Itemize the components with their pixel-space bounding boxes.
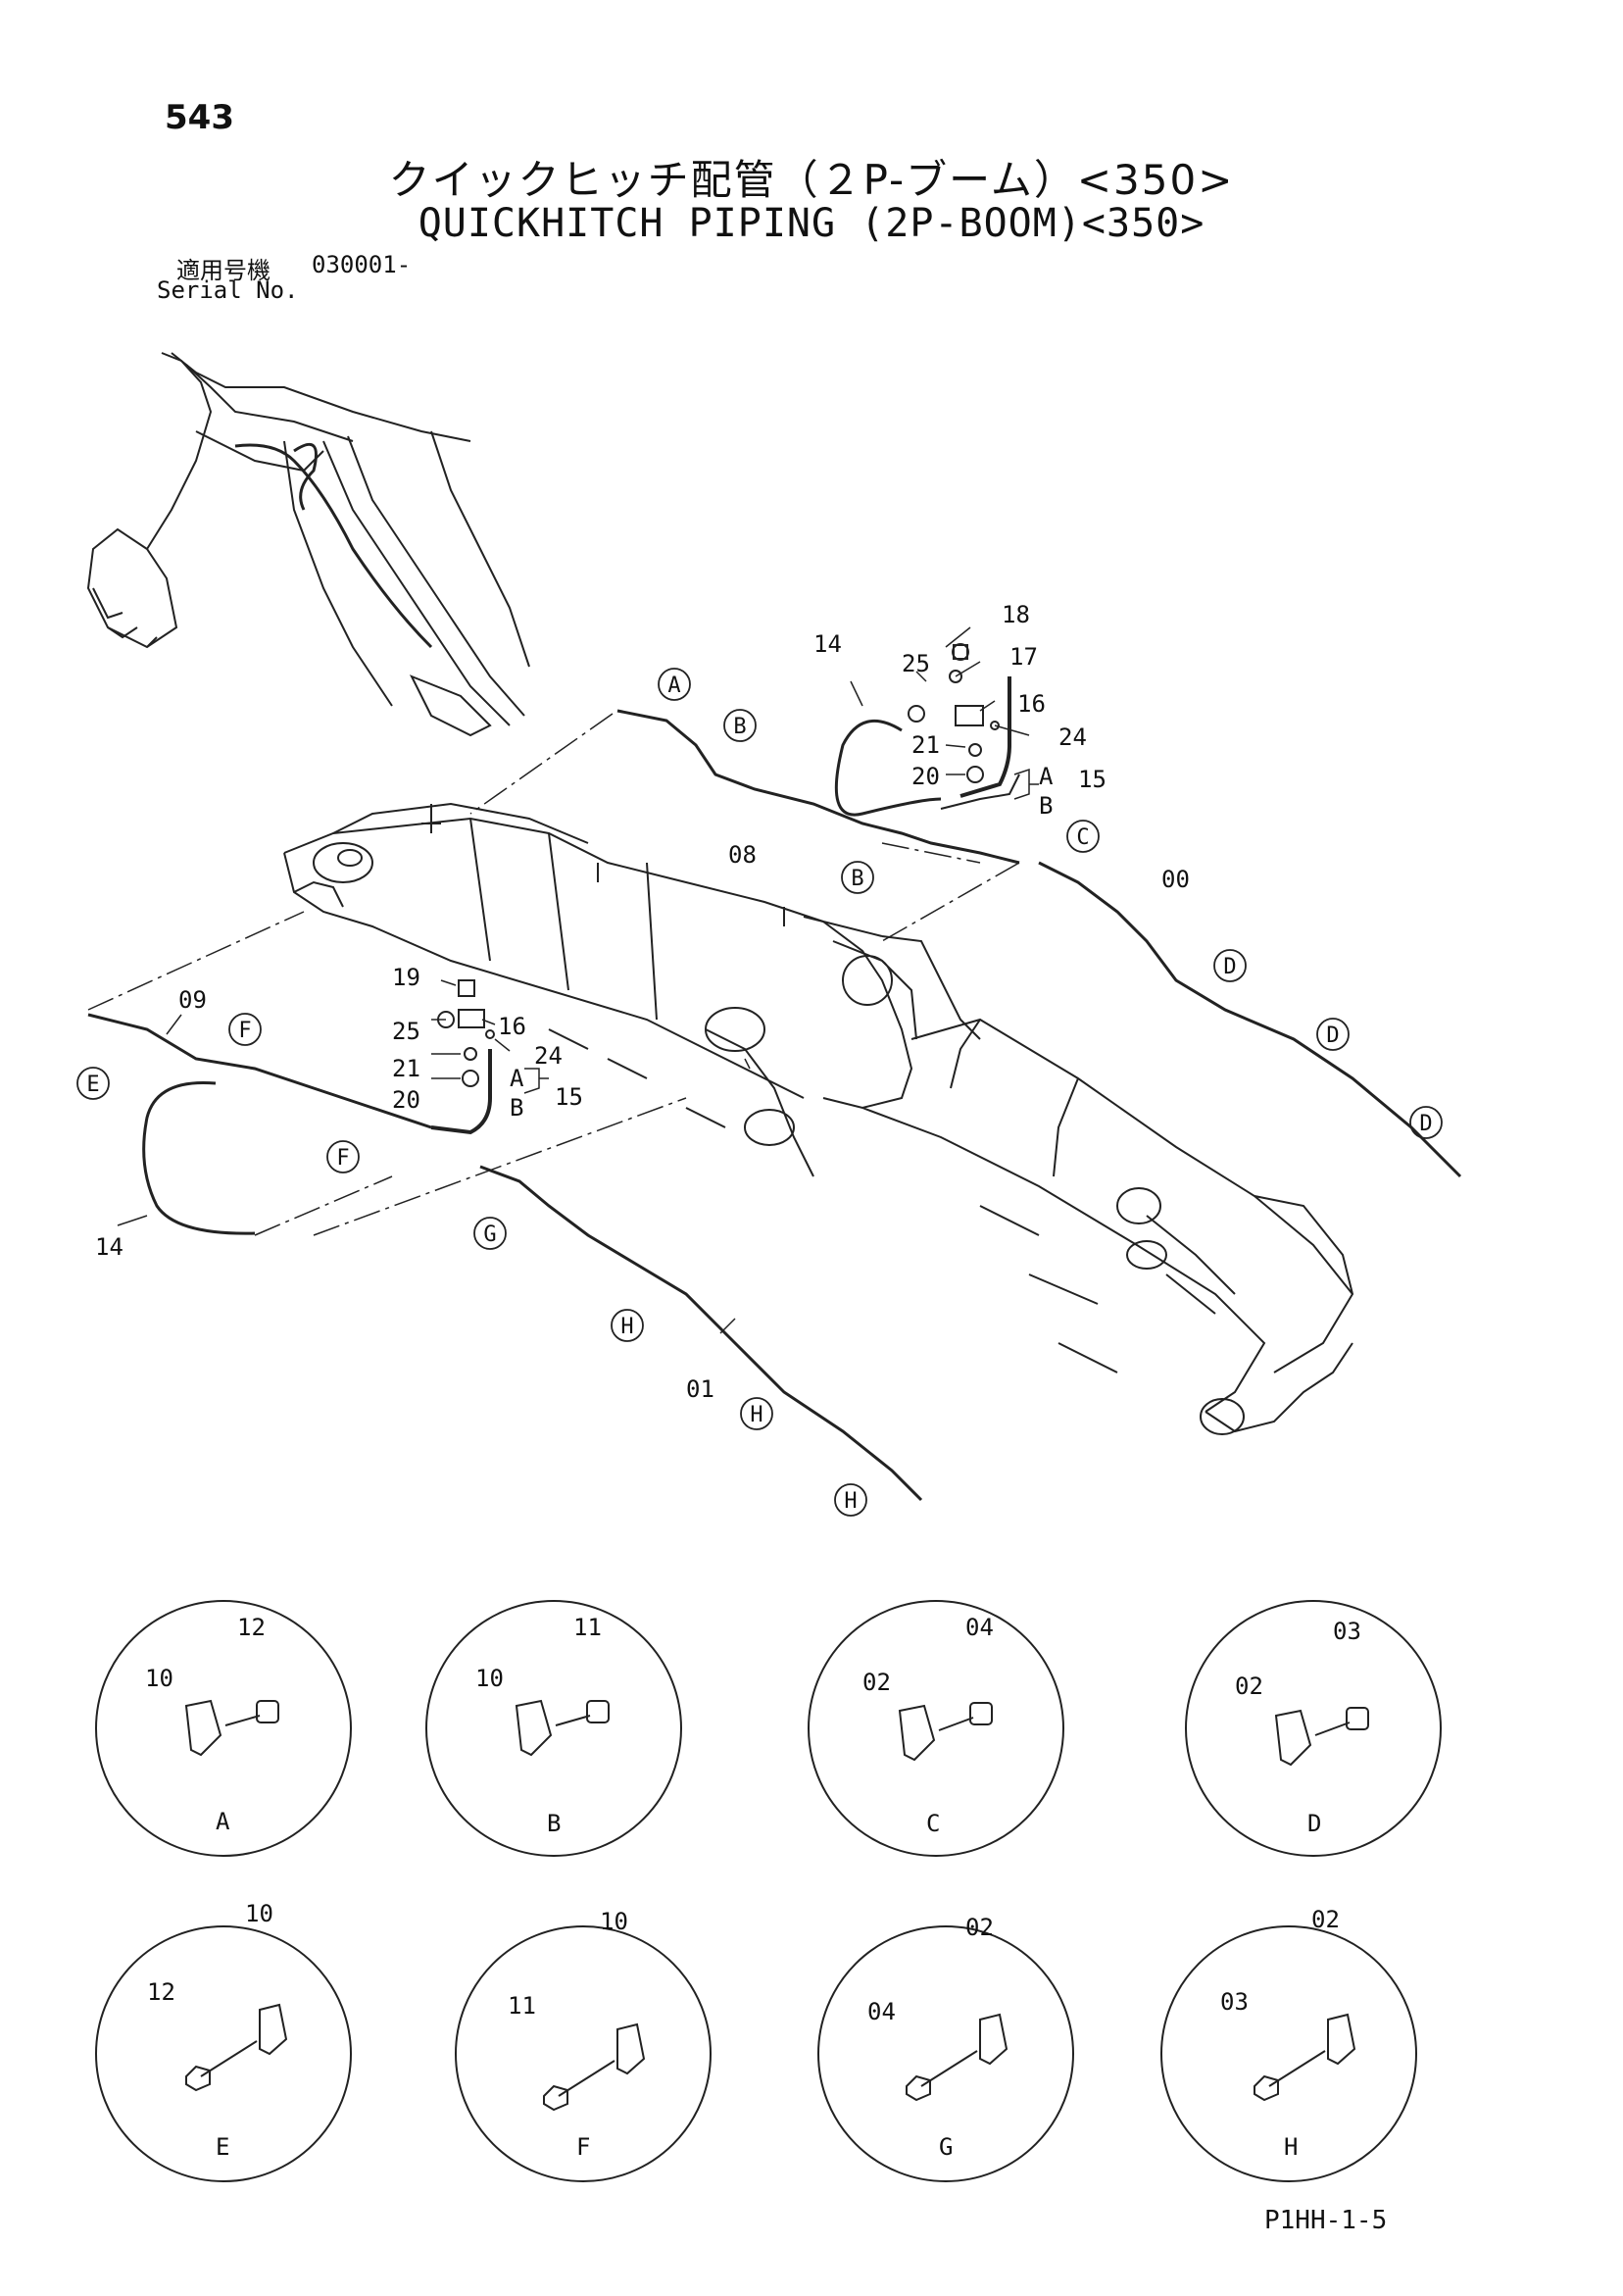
detail-f-bolt: 11: [508, 1992, 536, 2020]
marker-d-2: D: [1326, 1023, 1339, 1048]
page-number: 543: [165, 98, 234, 137]
marker-d-3: D: [1419, 1112, 1432, 1136]
detail-b-bolt: 11: [573, 1614, 602, 1641]
detail-f-clamp: 10: [600, 1908, 628, 1935]
marker-d-1: D: [1223, 955, 1236, 979]
callout-20-lower: 20: [392, 1086, 420, 1114]
callout-21-upper: 21: [911, 731, 940, 759]
detail-h-bolt: 03: [1220, 1988, 1249, 2016]
callout-24-lower: 24: [534, 1042, 563, 1070]
pipe-00: [1038, 861, 1462, 1178]
valve-group-upper: [908, 643, 1000, 783]
marker-h-3: H: [844, 1489, 857, 1514]
callout-20-upper: 20: [911, 763, 940, 790]
callout-08: 08: [728, 841, 757, 869]
detail-a-bolt: 12: [237, 1614, 266, 1641]
marker-g: G: [483, 1223, 496, 1247]
callout-18: 18: [1002, 601, 1030, 628]
marker-a: A: [667, 674, 680, 698]
callout-b-upper: B: [1039, 792, 1053, 820]
drawing-code: P1HH-1-5: [1264, 2206, 1388, 2235]
detail-hardware: [184, 1699, 1369, 2112]
serial-number-value: 030001-: [312, 251, 412, 278]
marker-e: E: [86, 1073, 99, 1097]
callout-21-lower: 21: [392, 1055, 420, 1082]
hose-14-lower: [142, 1049, 492, 1235]
detail-circles: [95, 1600, 1442, 2182]
valve-group-lower: [437, 979, 495, 1087]
page-title-english: QUICKHITCH PIPING (2P-BOOM)<350>: [418, 201, 1205, 246]
detail-g-clamp: 02: [965, 1914, 994, 1941]
marker-f-2: F: [336, 1146, 349, 1171]
detail-g-label: G: [939, 2133, 953, 2161]
callout-19: 19: [392, 964, 420, 991]
detail-h-label: H: [1284, 2133, 1298, 2161]
callout-14-lower: 14: [95, 1233, 123, 1261]
callout-a-lower: A: [510, 1065, 524, 1092]
serial-label-english: Serial No.: [157, 276, 299, 304]
pipe-09: [87, 1013, 432, 1129]
callout-17: 17: [1009, 643, 1038, 671]
marker-b-2: B: [851, 867, 863, 891]
detail-h-clamp: 02: [1311, 1906, 1340, 1933]
marker-h-2: H: [750, 1403, 762, 1427]
page-title-japanese: クイックヒッチ配管（２P-ブーム）<350>: [388, 156, 1235, 204]
callout-leaders: [117, 626, 1039, 1334]
detail-d-clamp: 02: [1235, 1672, 1263, 1700]
callout-a-upper: A: [1039, 763, 1054, 790]
detail-f-label: F: [576, 2133, 590, 2161]
detail-e-clamp: 10: [245, 1900, 273, 1927]
detail-c-bolt: 04: [965, 1614, 994, 1641]
callout-15-lower: 15: [555, 1083, 583, 1111]
detail-labels: A 10 12 B 10 11 C 02 04 D 02 03 E 10 12 …: [145, 1614, 1361, 2161]
detail-c-label: C: [926, 1810, 940, 1837]
marker-h-1: H: [620, 1315, 633, 1339]
part-callouts: 18 17 16 24 25 21 20 A B 15 14 08 00 19 …: [95, 601, 1190, 1403]
boom-assembly: [283, 802, 1354, 1435]
marker-f-1: F: [238, 1019, 251, 1043]
pipe-01: [479, 1165, 923, 1502]
detail-e-bolt: 12: [147, 1978, 175, 2006]
detail-b-clamp: 10: [475, 1665, 504, 1692]
detail-e-label: E: [216, 2133, 229, 2161]
callout-01: 01: [686, 1375, 714, 1403]
marker-b-1: B: [733, 715, 746, 739]
detail-d-bolt: 03: [1333, 1618, 1361, 1645]
callout-16-lower: 16: [498, 1013, 526, 1040]
callout-b-lower: B: [510, 1094, 523, 1122]
detail-d-label: D: [1307, 1810, 1321, 1837]
callout-24-upper: 24: [1058, 724, 1087, 751]
detail-a-label: A: [216, 1808, 230, 1835]
marker-c: C: [1076, 825, 1089, 850]
detail-c-clamp: 02: [862, 1669, 891, 1696]
position-markers: [76, 668, 1443, 1517]
detail-a-clamp: 10: [145, 1665, 173, 1692]
callout-25-lower: 25: [392, 1018, 420, 1045]
callout-16-upper: 16: [1017, 690, 1046, 718]
callout-09: 09: [178, 986, 207, 1014]
callout-15-upper: 15: [1078, 766, 1107, 793]
callout-25-upper: 25: [902, 650, 930, 677]
hose-14-upper: [834, 676, 1020, 817]
leader-lines: [87, 713, 1020, 1236]
detail-b-label: B: [547, 1810, 561, 1837]
serial-label-japanese: 適用号機: [176, 257, 270, 284]
callout-00: 00: [1161, 866, 1190, 893]
marker-letters: A B B C D D D E F F G H H H: [86, 674, 1432, 1514]
callout-14-upper: 14: [813, 630, 842, 658]
detail-g-bolt: 04: [867, 1998, 896, 2025]
pipe-08: [616, 709, 1020, 865]
excavator-overview-sketch: [86, 352, 530, 737]
